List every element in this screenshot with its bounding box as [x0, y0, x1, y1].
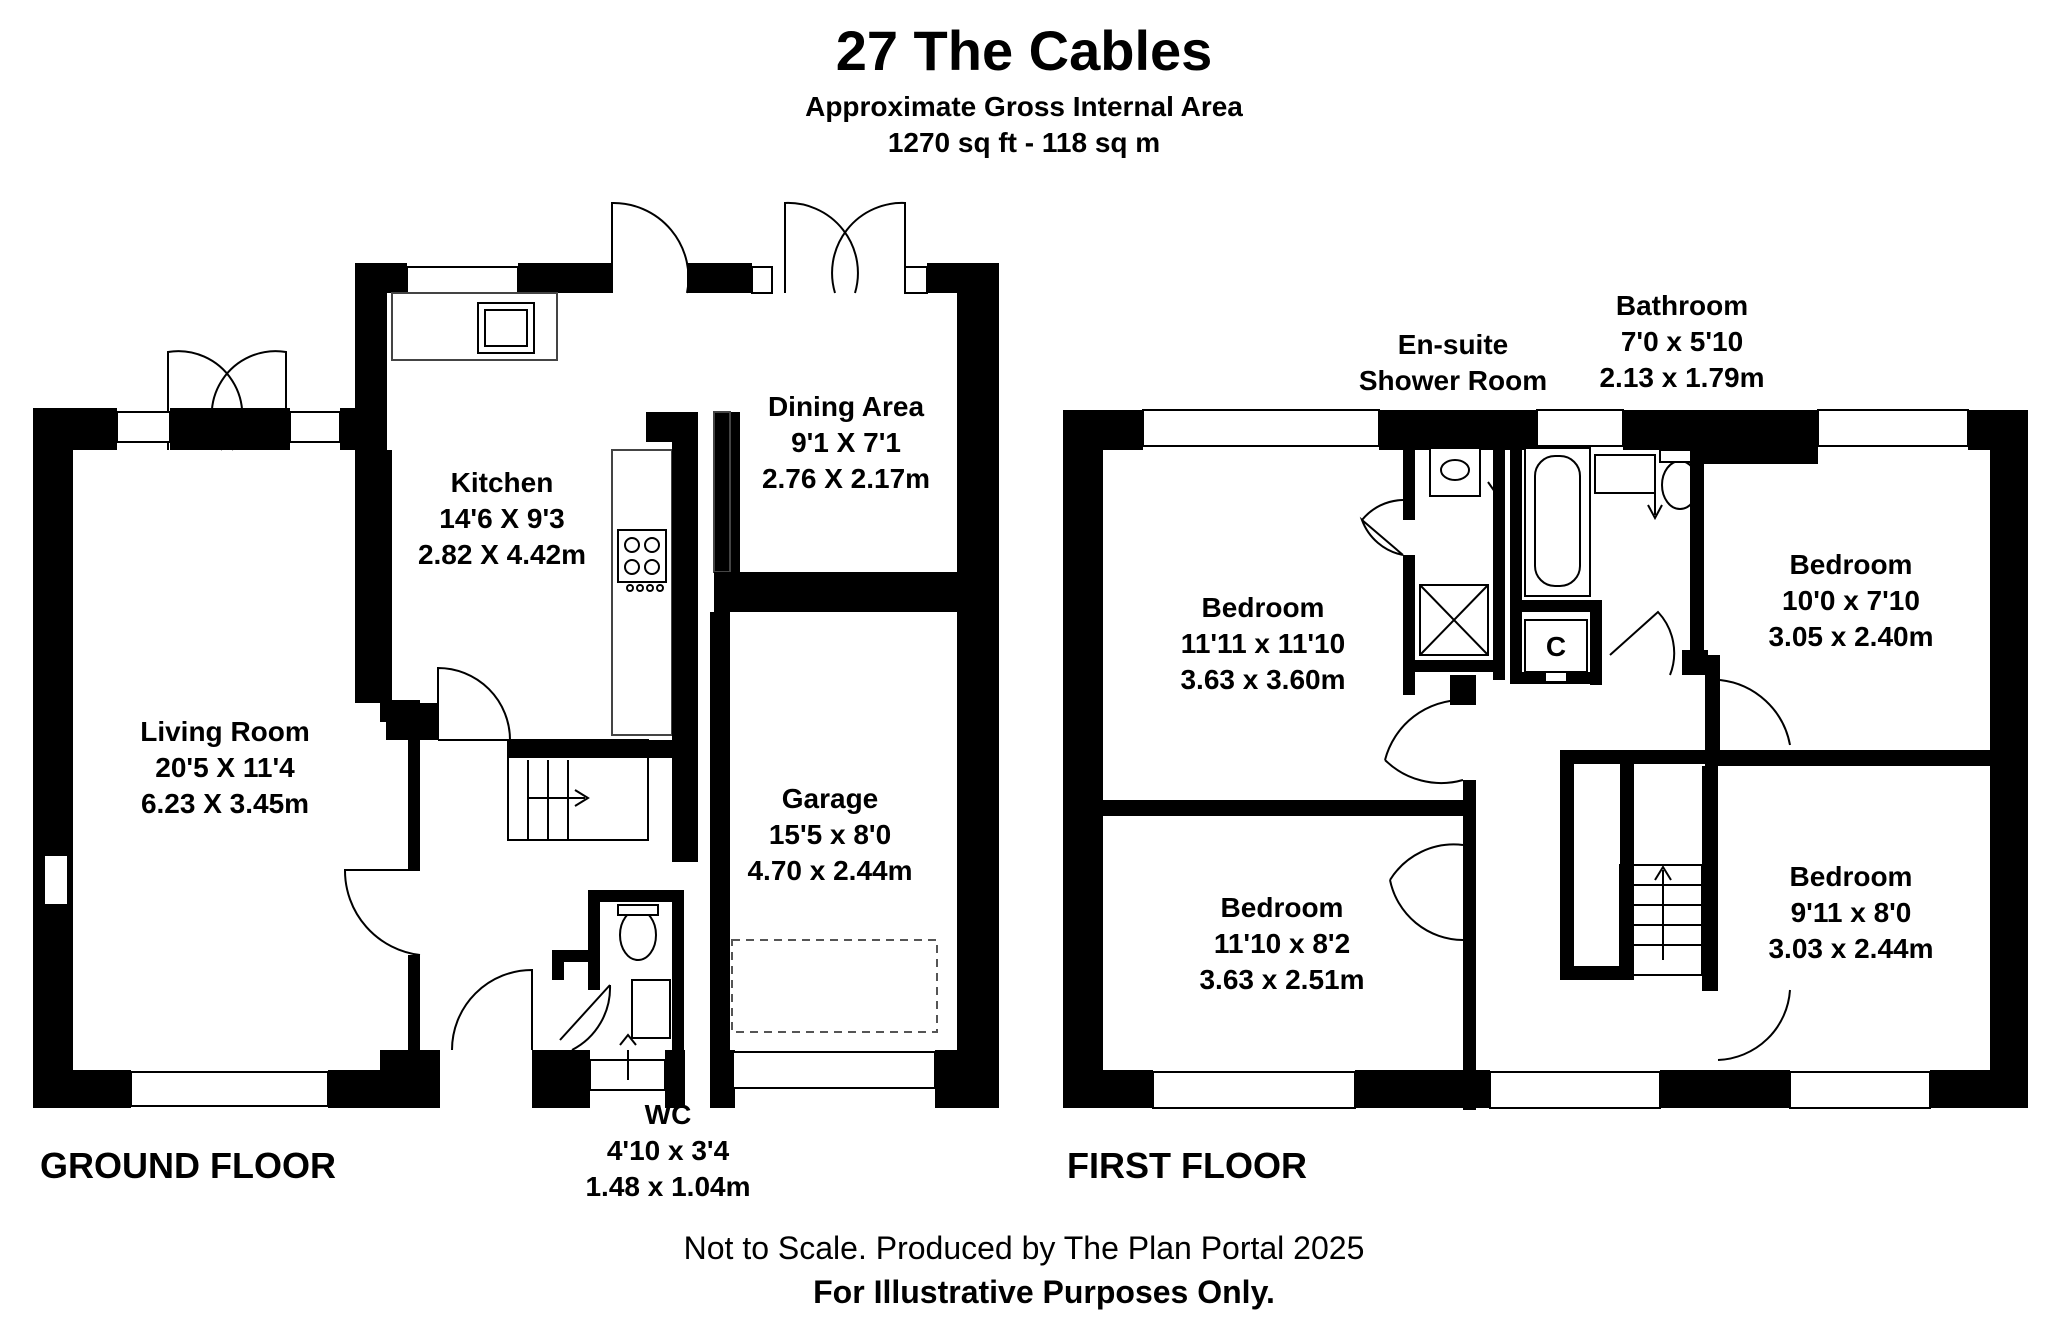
- bedroom-4-imperial: 9'11 x 8'0: [1791, 897, 1912, 928]
- wc-name: WC: [645, 1099, 692, 1130]
- bedroom-1-metric: 3.63 x 3.60m: [1180, 664, 1345, 695]
- bedroom-2-metric: 3.05 x 2.40m: [1768, 621, 1933, 652]
- ground-floor-label: GROUND FLOOR: [40, 1145, 336, 1186]
- bathroom-name: Bathroom: [1616, 290, 1748, 321]
- cupboard-label: C: [1546, 631, 1566, 662]
- ensuite-name-line1: En-suite: [1398, 329, 1508, 360]
- bedroom-4-metric: 3.03 x 2.44m: [1768, 933, 1933, 964]
- first-floor-plan: [1063, 409, 2028, 1110]
- living-room-name: Living Room: [140, 716, 310, 747]
- kitchen-name: Kitchen: [451, 467, 554, 498]
- first-floor-label: FIRST FLOOR: [1067, 1145, 1307, 1186]
- bedroom-4-name: Bedroom: [1790, 861, 1913, 892]
- bedroom-3-imperial: 11'10 x 8'2: [1214, 928, 1350, 959]
- dining-area-imperial: 9'1 X 7'1: [791, 427, 901, 458]
- garage-imperial: 15'5 x 8'0: [769, 819, 891, 850]
- ground-floor-plan: [33, 201, 999, 1108]
- bathroom-metric: 2.13 x 1.79m: [1599, 362, 1764, 393]
- bedroom-3-name: Bedroom: [1221, 892, 1344, 923]
- garage-name: Garage: [782, 783, 879, 814]
- disclaimer: For Illustrative Purposes Only.: [813, 1274, 1275, 1310]
- bedroom-3-metric: 3.63 x 2.51m: [1199, 964, 1364, 995]
- bathroom-imperial: 7'0 x 5'10: [1621, 326, 1743, 357]
- ensuite-name-line2: Shower Room: [1359, 365, 1547, 396]
- plan-title: 27 The Cables: [836, 19, 1213, 82]
- dining-area-metric: 2.76 X 2.17m: [762, 463, 930, 494]
- dining-area-name: Dining Area: [768, 391, 925, 422]
- kitchen-metric: 2.82 X 4.42m: [418, 539, 586, 570]
- bedroom-2-imperial: 10'0 x 7'10: [1782, 585, 1920, 616]
- bedroom-2-name: Bedroom: [1790, 549, 1913, 580]
- area-label: Approximate Gross Internal Area: [805, 91, 1243, 122]
- living-room-imperial: 20'5 X 11'4: [155, 752, 295, 783]
- area-value: 1270 sq ft - 118 sq m: [888, 127, 1160, 158]
- scale-note: Not to Scale. Produced by The Plan Porta…: [684, 1230, 1365, 1266]
- living-room-metric: 6.23 X 3.45m: [141, 788, 309, 819]
- wc-imperial: 4'10 x 3'4: [607, 1135, 730, 1166]
- wc-metric: 1.48 x 1.04m: [585, 1171, 750, 1202]
- bedroom-1-name: Bedroom: [1202, 592, 1325, 623]
- kitchen-imperial: 14'6 X 9'3: [439, 503, 564, 534]
- garage-metric: 4.70 x 2.44m: [747, 855, 912, 886]
- bedroom-1-imperial: 11'11 x 11'10: [1181, 628, 1345, 659]
